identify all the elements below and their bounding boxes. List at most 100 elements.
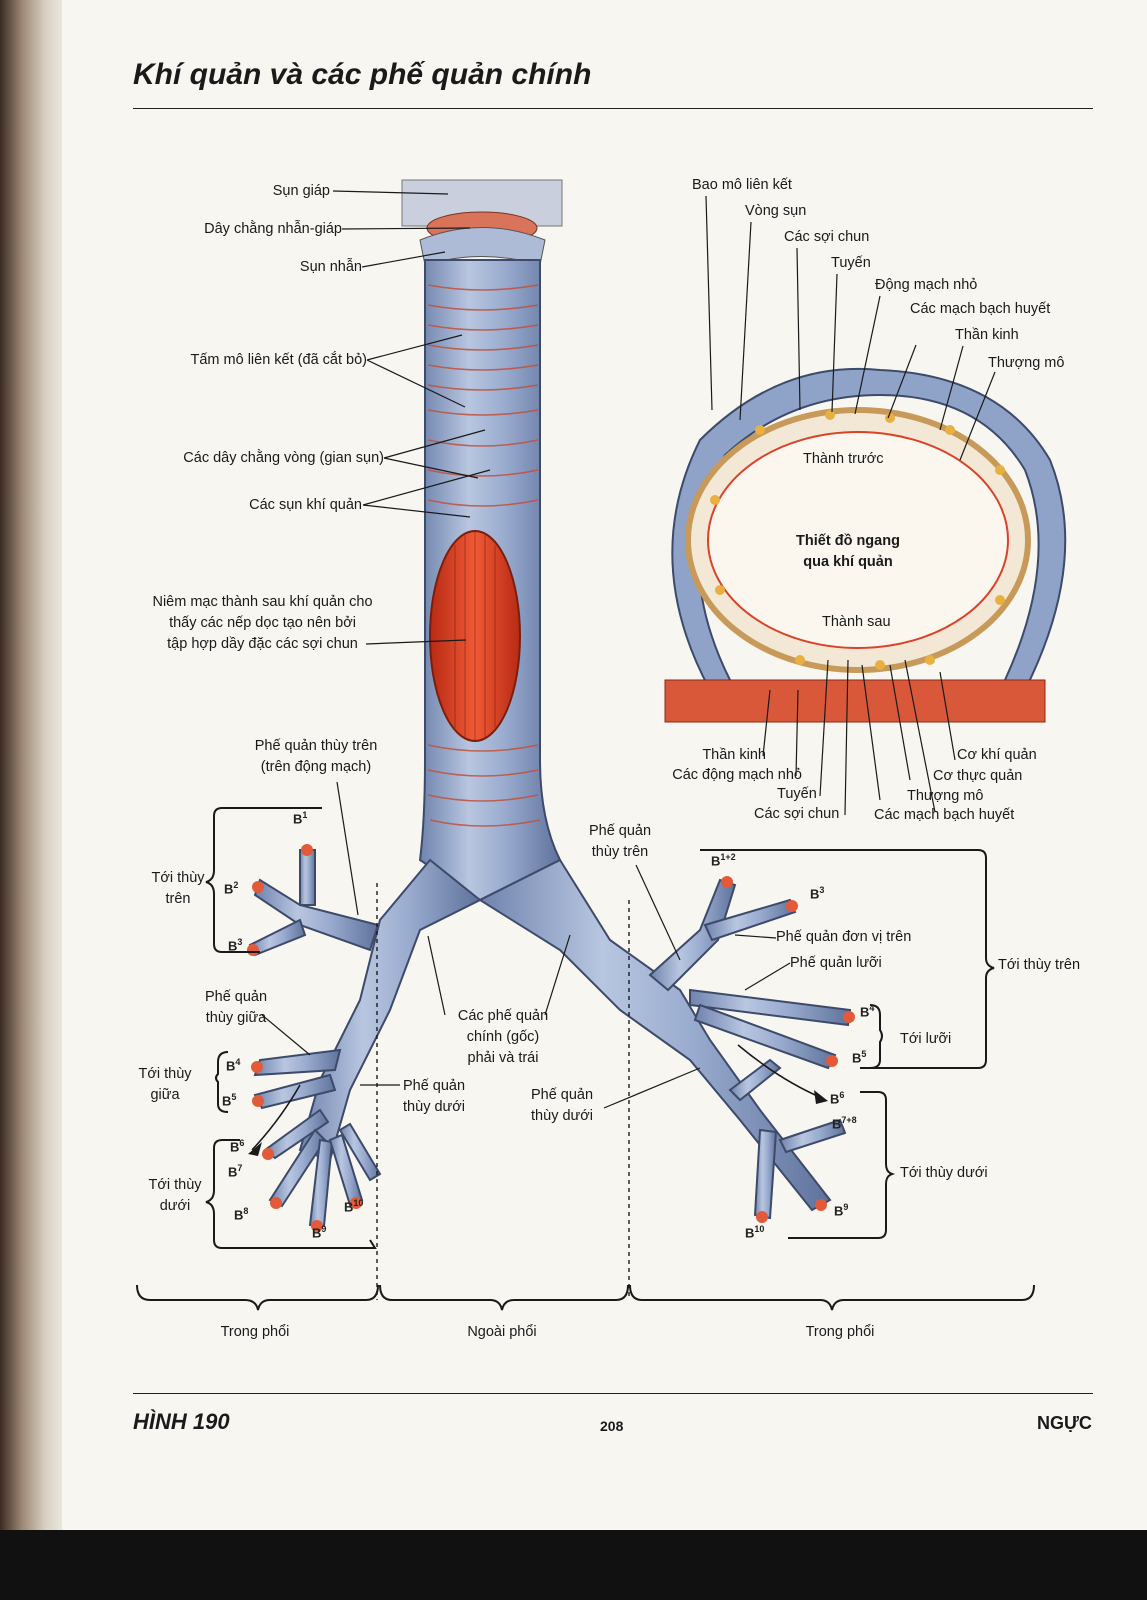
segment-number: 9 — [843, 1202, 849, 1212]
label-elastic-fibers: Các sợi chun — [784, 229, 870, 245]
label-upper-lobe-bronchus-r: Phế quản thùy trên — [580, 821, 660, 863]
segment-number: 6 — [839, 1090, 845, 1100]
label-connective-tissue-sheet: Tấm mô liên kết (đã cắt bỏ) — [190, 352, 368, 368]
segment-number: 6 — [239, 1138, 245, 1148]
segment-prefix: B — [832, 1116, 842, 1132]
label-tracheal-cartilages: Các sụn khí quản — [249, 497, 362, 513]
left-bronchial-tree — [477, 858, 852, 1220]
label-posterior-mucosa-line2: thấy các nếp dọc tạo nên bởi — [169, 615, 356, 632]
label-to-lingula: Tới lưỡi — [900, 1031, 952, 1047]
segment-number: 1 — [302, 810, 308, 820]
segment-prefix: B — [230, 1139, 240, 1155]
group-braces — [136, 807, 1035, 1311]
label-middle-lobe-bronchus: Phế quản thùy giữa — [196, 987, 276, 1029]
lumen-shape — [707, 431, 1009, 649]
cross-section-illustration — [664, 367, 1067, 723]
label-small-artery: Động mạch nhỏ — [875, 277, 978, 293]
label-to-upper-lobe-right-line2: trên — [165, 891, 191, 908]
gland-dots — [710, 410, 1005, 670]
segment-b6-left: B6 — [830, 1090, 844, 1106]
label-lymphatics: Các mạch bạch huyết — [910, 301, 1051, 317]
label-lower-lobe-bronchus-left: Phế quản thùy dưới — [520, 1085, 604, 1127]
label-to-upper-lobe-left: Tới thùy trên — [998, 957, 1081, 973]
segment-prefix: B — [852, 1050, 862, 1066]
segment-number: 2 — [233, 880, 239, 890]
segment-b3-right: B3 — [228, 937, 242, 953]
segment-prefix: B — [810, 886, 820, 902]
segment-prefix: B — [860, 1004, 870, 1020]
label-to-lower-lobe-right-line1: Tới thùy — [148, 1177, 202, 1193]
label-posterior-wall: Thành sau — [822, 614, 891, 630]
segment-prefix: B — [834, 1203, 844, 1219]
label-annular-ligaments: Các dây chằng vòng (gian sụn) — [183, 450, 384, 466]
label-posterior-mucosa-line1: Niêm mạc thành sau khí quản cho — [152, 594, 373, 610]
segment-b10-left: B10 — [745, 1224, 764, 1240]
label-posterior-mucosa-line3: tập hợp dầy đặc các sợi chun — [167, 636, 358, 653]
label-to-middle-lobe: Tới thùy giữa — [130, 1064, 200, 1106]
label-epithelium-bottom: Thượng mô — [907, 788, 984, 804]
segment-b10-right: B10 — [344, 1198, 363, 1214]
segment-number: 3 — [237, 937, 243, 947]
label-to-middle-lobe-line1: Tới thùy — [138, 1066, 192, 1082]
segment-b2: B2 — [224, 880, 238, 896]
segment-b1: B1 — [293, 810, 307, 826]
segment-number: 9 — [321, 1224, 327, 1234]
page-title: Khí quản và các phế quản chính — [133, 58, 592, 91]
segment-prefix: B — [228, 1164, 238, 1180]
label-cricothyroid-ligament: Dây chằng nhẫn-giáp — [204, 221, 342, 237]
segment-prefix: B — [711, 853, 721, 869]
label-section-title: Thiết đồ ngang qua khí quản — [768, 531, 928, 573]
segment-b8-right: B8 — [234, 1206, 248, 1222]
segment-number: 8 — [243, 1206, 249, 1216]
label-upper-lobe-bronchus-left-line1: Phế quản thùy trên — [254, 738, 378, 754]
label-to-upper-lobe-right: Tới thùy trên — [143, 868, 213, 910]
label-middle-lobe-bronchus-line2: thùy giữa — [205, 1010, 267, 1027]
label-lymphatics-bottom: Các mạch bạch huyết — [874, 807, 1015, 823]
segment-number: 7+8 — [841, 1115, 857, 1125]
segment-b1-2-left: B1+2 — [711, 852, 736, 868]
segment-b6-right: B6 — [230, 1138, 244, 1154]
figure-number: HÌNH 190 — [133, 1409, 230, 1434]
label-intrapulmonary-left: Trong phổi — [220, 1324, 290, 1340]
segment-number: 5 — [231, 1092, 237, 1102]
label-nerve-bottom: Thần kinh — [702, 747, 766, 763]
label-to-middle-lobe-line2: giữa — [150, 1087, 180, 1104]
page-number: 208 — [600, 1418, 624, 1434]
label-lower-lobe-bronchus-right: Phế quản thùy dưới — [396, 1076, 472, 1118]
tracheal-rings — [427, 284, 541, 827]
footer-rule — [133, 1393, 1093, 1394]
mucosa-folds — [454, 532, 496, 740]
leader-lines — [261, 190, 996, 1109]
segment-b3-left: B3 — [810, 885, 824, 901]
label-lower-lobe-bronchus-right-line1: Phế quản — [402, 1078, 466, 1094]
segment-prefix: B — [745, 1225, 755, 1241]
segment-b4-right: B4 — [226, 1057, 240, 1073]
label-cricoid-cartilage: Sụn nhẫn — [299, 259, 362, 275]
label-upper-lobe-bronchus-r-line2: thùy trên — [591, 844, 649, 861]
label-small-arteries-bottom: Các động mạch nhỏ — [672, 767, 802, 783]
label-esophageal-muscle: Cơ thực quản — [933, 768, 1023, 784]
label-gland-bottom: Tuyến — [777, 786, 817, 802]
segment-b4-left: B4 — [860, 1003, 874, 1019]
right-bronchial-tree — [248, 849, 482, 1228]
segment-b7-8-left: B7+8 — [832, 1115, 857, 1131]
label-nerve: Thần kinh — [955, 327, 1019, 343]
label-upper-lobe-bronchus-left: Phế quản thùy trên (trên động mạch) — [235, 736, 397, 778]
segment-number: 4 — [869, 1003, 875, 1013]
label-posterior-mucosa: Niêm mạc thành sau khí quản cho thấy các… — [130, 592, 395, 655]
label-section-title-line1: Thiết đồ ngang — [796, 533, 900, 549]
label-main-bronchi-line2: chính (gốc) — [466, 1029, 540, 1046]
label-gland: Tuyến — [831, 255, 871, 271]
label-superior-division-bronchus: Phế quản đơn vị trên — [776, 929, 912, 945]
chapter-name: NGỰC — [1037, 1413, 1092, 1433]
label-to-lower-lobe-left: Tới thùy dưới — [900, 1165, 988, 1181]
label-lower-lobe-bronchus-left-line1: Phế quản — [530, 1087, 594, 1103]
label-epithelium: Thượng mô — [988, 355, 1065, 371]
segment-prefix: B — [228, 938, 238, 954]
segment-b5-left: B5 — [852, 1049, 866, 1065]
segment-number: 4 — [235, 1057, 241, 1067]
label-extrapulmonary: Ngoài phổi — [467, 1324, 537, 1340]
label-connective-sheath: Bao mô liên kết — [692, 177, 792, 193]
